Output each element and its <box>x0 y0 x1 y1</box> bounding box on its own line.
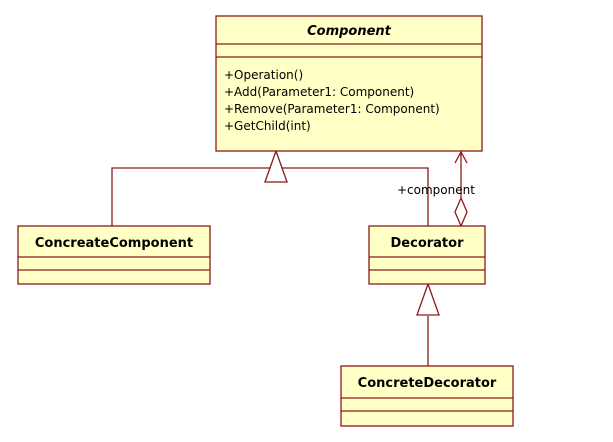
class-concreate-component-name: ConcreateComponent <box>35 236 193 251</box>
aggregation-diamond <box>454 196 468 228</box>
class-decorator-name: Decorator <box>391 236 465 251</box>
generalization-decorator-child <box>416 282 440 366</box>
class-concrete-decorator-box <box>340 365 514 427</box>
generalization-arrowhead <box>264 149 288 183</box>
operation-label: +GetChild(int) <box>224 119 311 133</box>
class-decorator[interactable]: Decorator <box>368 225 486 285</box>
association-role-label: +component <box>397 183 475 197</box>
operation-label: +Add(Parameter1: Component) <box>224 85 414 99</box>
navigability-arrow <box>454 150 468 164</box>
class-concrete-decorator[interactable]: ConcreteDecorator <box>340 365 514 427</box>
class-concreate-component[interactable]: ConcreateComponent <box>17 225 211 285</box>
class-component[interactable]: Component +Operation() +Add(Parameter1: … <box>215 15 483 152</box>
operation-label: +Operation() <box>224 68 303 82</box>
class-decorator-box <box>368 225 486 285</box>
class-concrete-decorator-name: ConcreteDecorator <box>358 376 497 391</box>
aggregation-association: +component <box>397 150 475 228</box>
operation-label: +Remove(Parameter1: Component) <box>224 102 440 116</box>
class-component-box <box>215 15 483 152</box>
class-concreate-component-box <box>17 225 211 285</box>
generalization-component-children <box>111 149 429 226</box>
generalization-decorator-arrowhead <box>416 282 440 316</box>
class-component-name: Component <box>307 24 392 39</box>
